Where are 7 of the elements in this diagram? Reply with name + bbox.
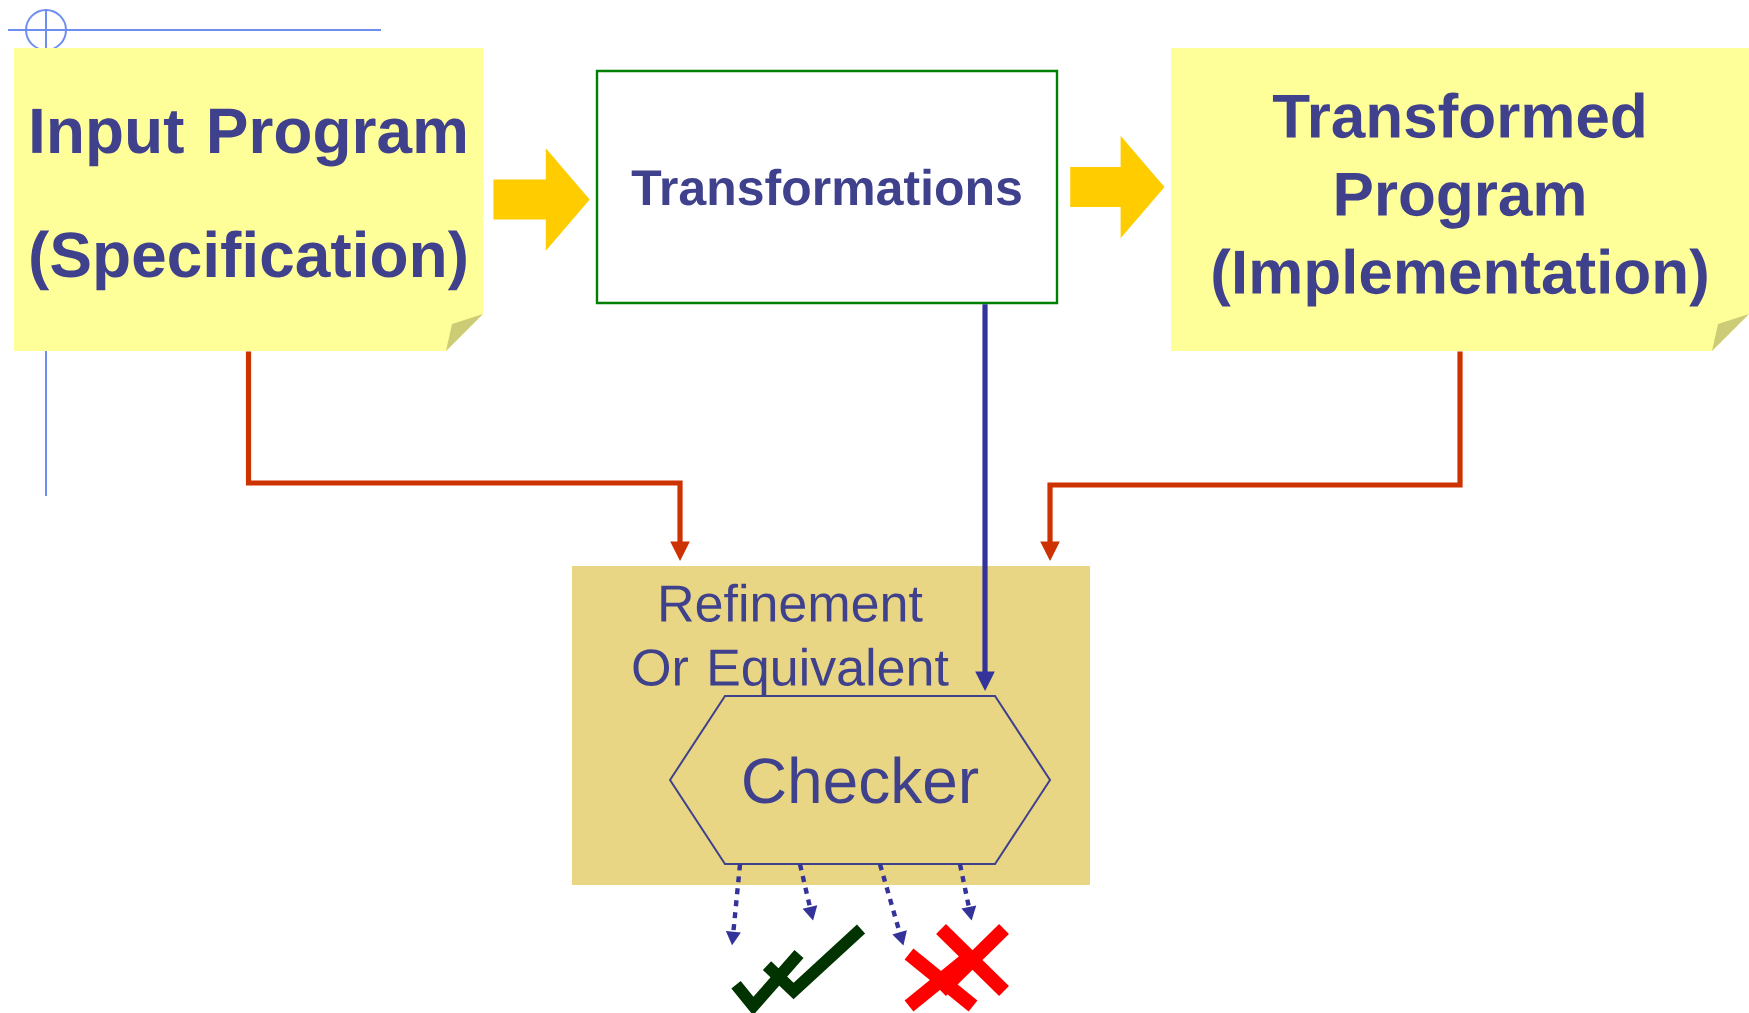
- sticky-note: Input Program (Specification): [14, 48, 483, 351]
- checkmark-icon: [762, 924, 866, 1000]
- sticky-note: Transformed Program (Implementation): [1171, 48, 1749, 351]
- cross-icon: [904, 948, 978, 1012]
- process-box: Transformations: [595, 69, 1059, 305]
- checkmark-icon: [731, 950, 804, 1013]
- cross-icon: [936, 924, 1009, 996]
